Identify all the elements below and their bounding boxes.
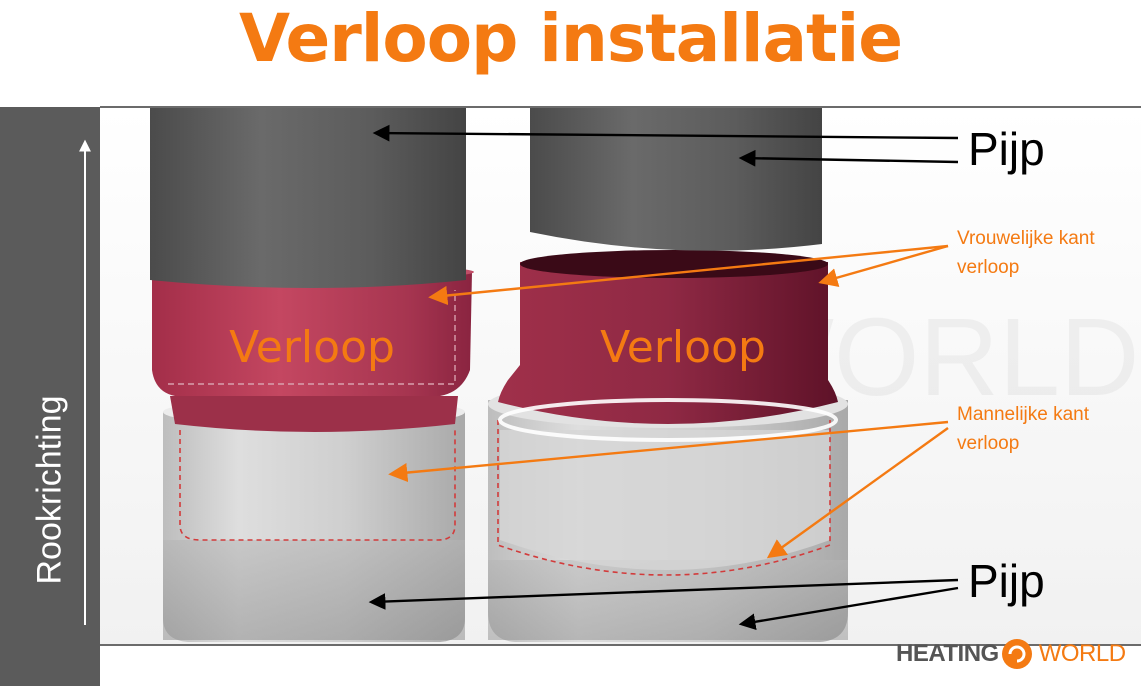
right-upper-pipe xyxy=(530,108,822,251)
brand-logo: HEATING WORLD xyxy=(896,636,1126,672)
smoke-direction-label: Rookrichting xyxy=(30,395,69,585)
male-side-note: Mannelijke kant verloop xyxy=(957,400,1089,458)
male-side-line-1: Mannelijke kant xyxy=(957,404,1090,425)
arrow-male-left xyxy=(388,420,949,483)
male-side-line-2: verloop xyxy=(957,433,1020,454)
brand-spacer xyxy=(1003,638,1035,670)
brand-part-1: HEATING xyxy=(896,640,999,667)
page-title: Verloop installatie xyxy=(238,0,903,77)
left-upper-pipe xyxy=(150,108,466,288)
pipe-top-label: Pijp xyxy=(968,123,1045,175)
left-male-outline xyxy=(179,430,456,541)
arrow-pijp-top-left xyxy=(372,124,959,142)
arrow-pijp-bottom-right xyxy=(738,586,959,631)
arrow-male-right xyxy=(766,427,949,559)
arrow-pijp-top-right xyxy=(738,149,959,167)
side-panel xyxy=(0,107,100,686)
female-side-line-1: Vrouwelijke kant xyxy=(957,228,1095,249)
reducer-left-label: Verloop xyxy=(229,322,395,373)
arrow-female-left xyxy=(428,244,949,306)
pipe-bottom-label: Pijp xyxy=(968,555,1045,607)
arrow-female-right xyxy=(818,244,949,288)
right-reducer xyxy=(498,262,838,424)
female-side-note: Vrouwelijke kant verloop xyxy=(957,224,1095,282)
reducer-right-label: Verloop xyxy=(600,322,766,373)
left-reducer xyxy=(152,272,472,396)
brand-part-2: WORLD xyxy=(1038,640,1126,667)
heating-world-logo-icon xyxy=(1002,639,1032,669)
female-side-line-2: verloop xyxy=(957,257,1020,278)
arrow-pijp-bottom-left xyxy=(368,578,959,610)
